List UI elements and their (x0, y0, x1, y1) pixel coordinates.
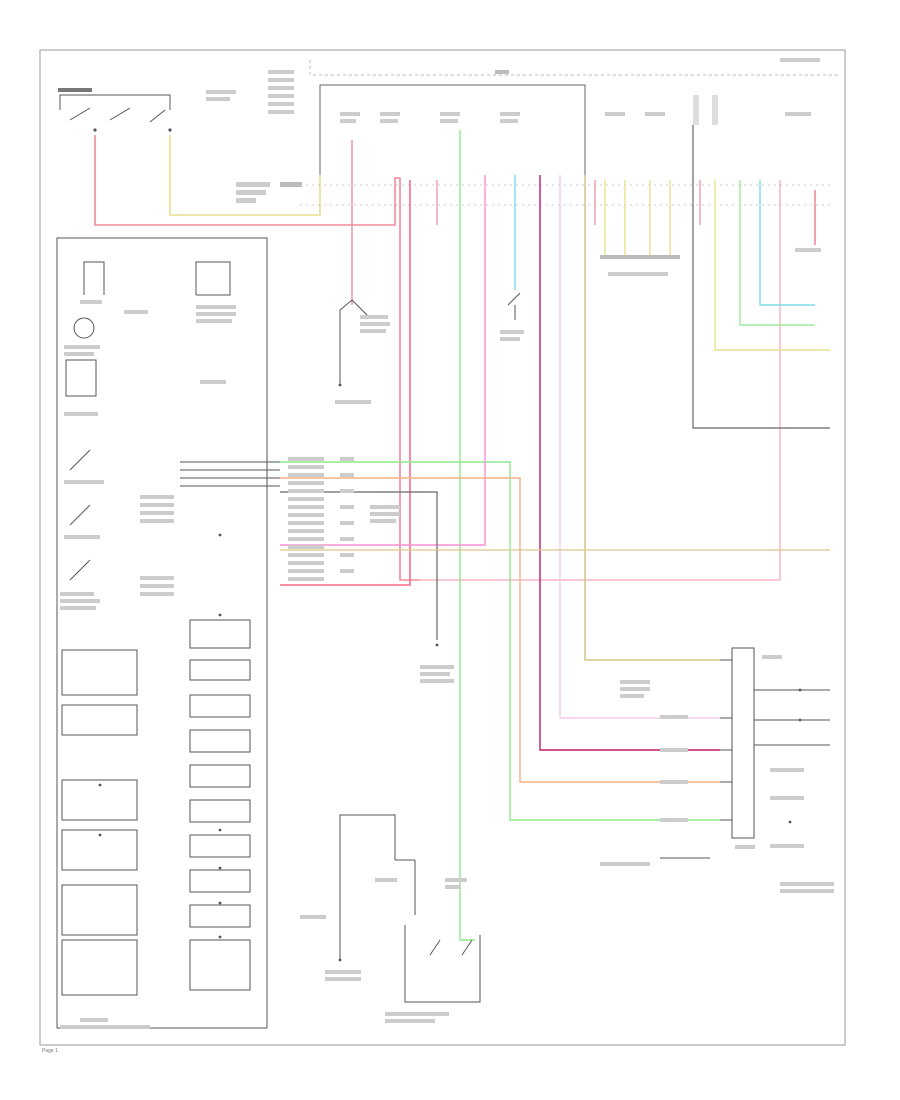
wire-green-cluster (280, 461, 720, 821)
ground-connector (420, 643, 454, 683)
ignition-switch (58, 88, 236, 132)
diagram-frame (39, 49, 846, 1046)
park-neutral-switch (300, 814, 481, 1023)
wire-cyan-right (759, 180, 815, 306)
wire-green-right (739, 180, 815, 326)
connector-row-top (236, 182, 830, 206)
fuse-label-cluster (268, 70, 294, 114)
wire-yellow-ignition (169, 135, 321, 216)
wire-tan (584, 175, 720, 661)
transmission-range-switch (600, 647, 834, 893)
park-brake-switch (500, 292, 524, 341)
module-labels-top (340, 95, 811, 125)
connector-bottom-row (600, 248, 821, 276)
wire-orange (280, 477, 720, 783)
wire-dark-right (692, 125, 830, 429)
wire-green-main (459, 130, 475, 941)
wire-dark-ground (280, 491, 438, 640)
top-bus (309, 58, 840, 175)
wire-red-cluster (280, 180, 411, 586)
instrument-cluster (56, 237, 280, 1029)
wires-pink-drops (436, 180, 701, 225)
page-number: Page 1 (42, 1048, 58, 1054)
cluster-connector-pins (288, 457, 400, 581)
wire-red-right (420, 180, 781, 581)
wires-yellow-drops (604, 180, 830, 351)
brake-switch (335, 299, 390, 404)
wire-pink (280, 175, 486, 546)
wire-red-ignition (94, 135, 420, 581)
